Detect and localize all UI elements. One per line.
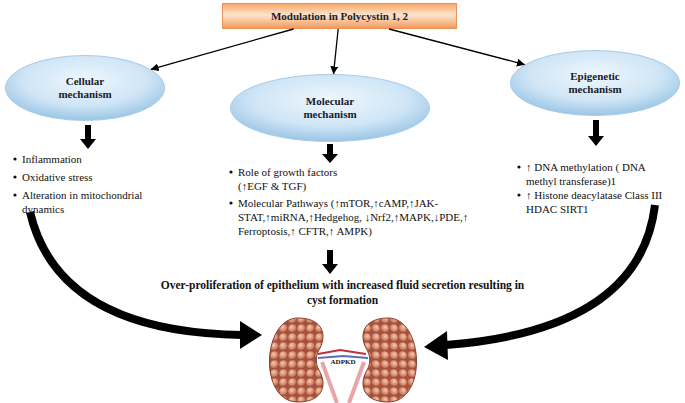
kidney [269,318,323,402]
list-item: Molecular Pathways (↑mTOR,↑cAMP,↑JAK-STA… [238,196,478,238]
bullet [13,193,16,196]
bullet [517,193,520,196]
list-item: ↑ Histone deacylatase Class III HDAC SIR… [526,188,685,216]
mechanism-ellipse: Epigenetic mechanism [510,50,680,116]
bullet [517,165,520,168]
curved-arrow [30,212,242,335]
curved-arrow-head [424,331,448,360]
mechanism-ellipse: Molecular mechanism [230,74,430,142]
list-item: Alteration in mitochondrial dynamics [22,188,167,216]
summary-text: Over-proliferation of epithelium with in… [160,278,525,308]
node-title: Molecular mechanism [290,95,370,121]
list-item: Inflammation [22,152,172,166]
bullet [229,170,232,173]
ellipse-shape [6,56,165,121]
node-title: Epigenetic mechanism [555,70,635,96]
block-arrows [80,120,604,274]
vessel [318,356,368,358]
block-arrow-shaft [85,125,91,139]
block-arrow-head [322,154,338,163]
bullet [13,175,16,178]
list-item: Role of growth factors (↑EGF & TGF) [238,165,368,193]
connector-arrow [389,29,524,65]
curved-arrow-head [240,321,262,349]
ureter [349,362,364,403]
summary-text: ADPKD [320,358,366,367]
node-title: Modulation in Polycystin 1, 2 [225,10,455,23]
list-item: ↑ DNA methylation ( DNA methyl transfera… [526,160,676,188]
header-box: Modulation in Polycystin 1, 2 [222,3,457,29]
block-arrow-shaft [327,250,333,264]
block-arrow-shaft [327,144,333,154]
list-item: Oxidative stress [22,170,172,184]
block-arrow-shaft [593,120,599,136]
ureter [322,362,337,403]
kidney-illustration [269,318,416,403]
kidney [363,318,417,402]
block-arrow-head [80,139,96,149]
ellipse-shape [511,51,680,116]
bullet [13,157,16,160]
mechanism-ellipse: Cellular mechanism [5,55,165,121]
connector-arrow [334,29,339,74]
vessel [318,350,366,354]
curved-arrow [446,205,655,345]
block-arrow-head [322,264,338,274]
bullet [229,201,232,204]
node-title: Cellular mechanism [45,75,125,101]
ellipse-shape [231,75,430,142]
block-arrow-head [588,136,604,146]
connector-arrow [151,29,294,69]
